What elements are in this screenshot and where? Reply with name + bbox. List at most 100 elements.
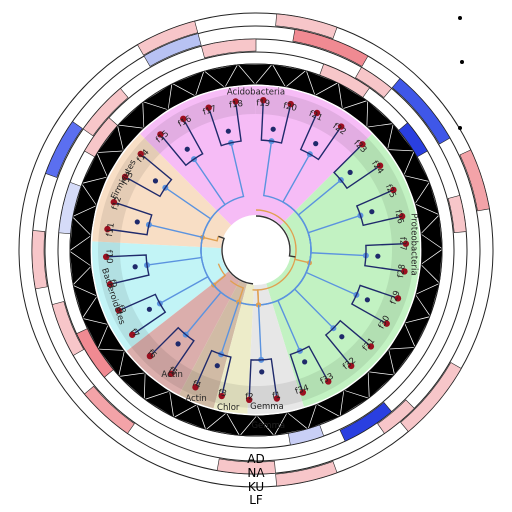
border-triangle: [306, 71, 338, 95]
tree-branch: [107, 224, 150, 236]
leaf-label: f28: [396, 263, 408, 278]
leaf-node: [325, 378, 332, 385]
phylum-sector: [247, 283, 304, 414]
tree-root-hole: [222, 216, 290, 284]
tree-branch: [118, 293, 161, 312]
heatmap-cell: [292, 29, 369, 67]
border-triangle: [170, 392, 197, 417]
heatmap-cell: [447, 195, 467, 233]
leaf-node: [273, 395, 281, 402]
border-triangle: [415, 204, 439, 233]
tree-branch: [124, 176, 166, 198]
heatmap-cell: [400, 362, 462, 432]
border-triangle: [388, 347, 415, 374]
heatmap-cell: [355, 66, 393, 98]
border-triangle: [70, 236, 91, 266]
border-triangle: [416, 265, 440, 294]
leaf-label: f18: [229, 99, 244, 111]
leaf-node: [218, 392, 225, 400]
leaf-node: [104, 225, 111, 233]
leaf-node: [401, 268, 408, 275]
heatmap-cell: [31, 230, 48, 290]
heatmap-cell: [201, 38, 257, 59]
tree-branch: [332, 319, 372, 347]
border-triangle: [340, 390, 369, 416]
tree-branch: [364, 255, 405, 273]
border-triangle: [98, 325, 124, 351]
legend-dot: [458, 126, 462, 130]
border-triangle: [415, 182, 439, 214]
phylum-sector: [266, 134, 420, 407]
tree-branch: [113, 201, 153, 225]
ring-label-ad: AD: [247, 452, 264, 466]
border-triangle: [388, 149, 414, 175]
leaf-node: [299, 389, 307, 396]
tree-node: [369, 209, 375, 215]
leaf-label: f34: [294, 383, 310, 397]
border-triangle: [117, 125, 143, 150]
leaf-node: [245, 396, 253, 404]
heatmap-cell: [83, 385, 135, 434]
border-triangle: [83, 318, 108, 348]
leaf-label: f12: [110, 195, 124, 211]
phylum-sector: [213, 283, 255, 414]
leaf-node: [205, 104, 212, 111]
heatmap-cell: [45, 121, 83, 178]
heatmap-cell: [275, 13, 338, 39]
tree-node: [175, 341, 181, 347]
phylum-sector: [91, 241, 229, 351]
tree-branches: [102, 96, 410, 404]
tree-branch: [271, 103, 292, 144]
leaf-label: f10: [103, 250, 114, 264]
leaf-node: [157, 131, 164, 138]
border-triangle: [98, 349, 125, 376]
heatmap-cell: [339, 402, 393, 442]
border-triangle: [286, 70, 315, 95]
phylum-sector: [179, 280, 247, 409]
leaf-node: [359, 141, 366, 148]
leaf-label: f19: [256, 98, 270, 109]
tree-branch: [131, 303, 167, 336]
leaf-node: [376, 162, 384, 169]
tree-branch: [355, 284, 399, 300]
tree-branch: [159, 275, 215, 305]
tree-branch: [148, 224, 203, 239]
leaf-node: [287, 100, 294, 108]
heatmap-cell: [377, 399, 415, 434]
border-triangle: [70, 217, 91, 250]
border-triangle: [367, 101, 393, 127]
leaf-label: f29: [389, 289, 403, 305]
border-triangle: [119, 373, 145, 399]
tree-branch: [149, 326, 187, 357]
border-triangle: [119, 351, 145, 377]
phylum-sector: [92, 134, 232, 249]
tree-branch: [359, 215, 403, 227]
border-triangle: [338, 83, 367, 109]
border-triangle: [82, 153, 108, 183]
leaf-node: [110, 198, 118, 206]
heatmap-cell: [51, 301, 85, 356]
tree-branch: [220, 353, 232, 397]
tree-branch: [164, 187, 212, 238]
border-triangle: [404, 152, 429, 182]
border-triangle: [118, 102, 144, 128]
border-triangle: [145, 391, 174, 417]
tree-branch: [261, 358, 278, 399]
leaf-label: f3: [217, 388, 227, 400]
tree-branch: [159, 133, 195, 167]
border-triangle: [369, 350, 395, 375]
leaf-node: [260, 96, 267, 104]
border-triangle: [143, 84, 172, 110]
border-triangle: [144, 373, 169, 400]
border-triangle: [257, 413, 287, 436]
tree-node: [152, 178, 159, 184]
border-triangle: [73, 184, 97, 216]
leaf-label: f27: [397, 237, 408, 251]
tree-node: [225, 128, 231, 134]
heatmap-cell: [143, 33, 202, 67]
leaf-node: [121, 173, 129, 181]
border-triangle: [173, 71, 204, 96]
tree-branch: [248, 359, 262, 400]
tree-branch: [255, 215, 296, 258]
